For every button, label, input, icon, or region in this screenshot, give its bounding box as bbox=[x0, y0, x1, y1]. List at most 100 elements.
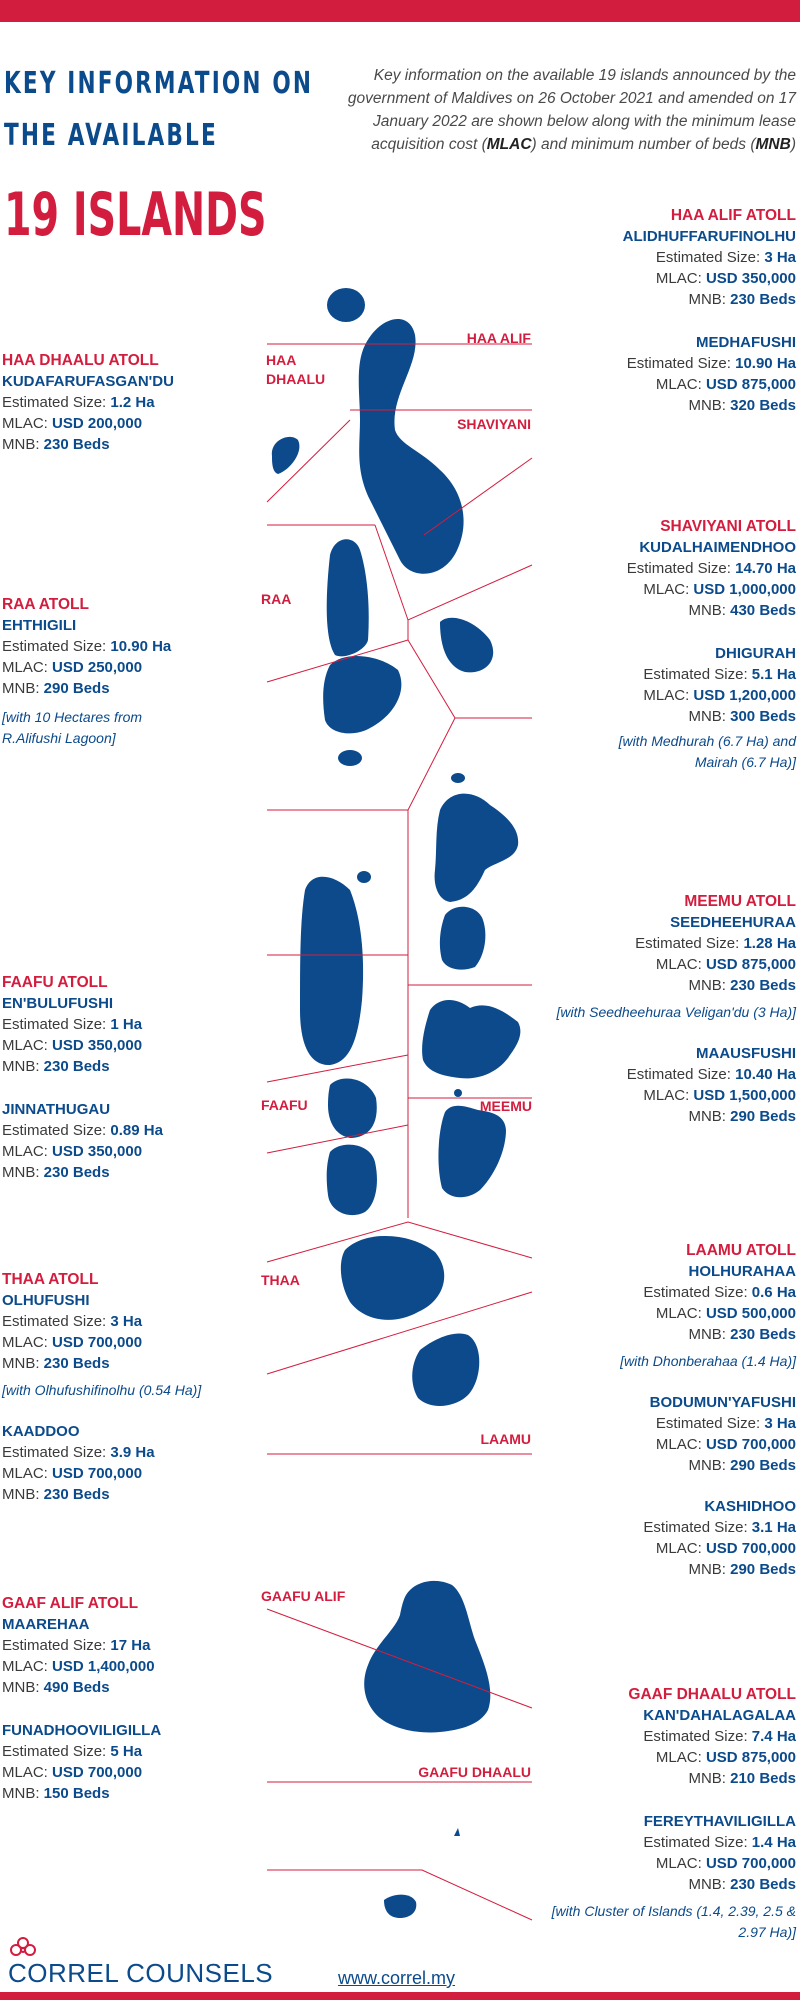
island-mlac: MLAC: USD 875,000 bbox=[655, 956, 796, 973]
island-note: [with Seedheehuraa Veligan'du (3 Ha)] bbox=[556, 1004, 796, 1020]
atoll-divider-line bbox=[266, 1124, 409, 1154]
island-mlac: MLAC: USD 1,000,000 bbox=[643, 581, 796, 598]
island-mlac: MLAC: USD 700,000 bbox=[655, 1540, 796, 1557]
flower-logo-icon bbox=[10, 1937, 36, 1956]
island-name: OLHUFUSHI bbox=[2, 1292, 90, 1309]
island-mlac: MLAC: USD 1,200,000 bbox=[643, 687, 796, 704]
island-size: Estimated Size: 1.28 Ha bbox=[635, 935, 796, 952]
map-label-gaafu-dhaalu: GAAFU DHAALU bbox=[418, 1764, 531, 1780]
atoll-block-thaa: THAA ATOLL OLHUFUSHI Estimated Size: 3 H… bbox=[2, 1269, 201, 1505]
island-mlac: MLAC: USD 700,000 bbox=[2, 1764, 143, 1781]
website-link[interactable]: www.correl.my bbox=[338, 1968, 456, 1988]
island-mnb: MNB: 290 Beds bbox=[688, 1108, 796, 1125]
island-size: Estimated Size: 3 Ha bbox=[655, 249, 796, 266]
island-shape-haa-alif-small bbox=[327, 288, 365, 322]
island-note: [with Olhufushifinolhu (0.54 Ha)] bbox=[2, 1382, 202, 1398]
map-label-gaafu-alif: GAAFU ALIF bbox=[261, 1588, 346, 1604]
island-size: Estimated Size: 1.2 Ha bbox=[2, 394, 155, 411]
island-name: KUDAFARUFASGAN'DU bbox=[2, 373, 174, 390]
map-label-faafu: FAAFU bbox=[261, 1097, 308, 1113]
island-name: MEDHAFUSHI bbox=[696, 334, 796, 351]
island-mlac: MLAC: USD 500,000 bbox=[655, 1305, 796, 1322]
island-note: [with Cluster of Islands (1.4, 2.39, 2.5… bbox=[551, 1903, 796, 1940]
island-note: [with Medhurah (6.7 Ha) and Mairah (6.7 … bbox=[618, 733, 796, 770]
atoll-divider-line bbox=[266, 1291, 533, 1375]
island-mnb: MNB: 490 Beds bbox=[2, 1679, 110, 1696]
island-shape-huvadhu bbox=[364, 1580, 491, 1733]
island-size: Estimated Size: 10.40 Ha bbox=[626, 1066, 796, 1083]
island-shape-haa-alif bbox=[358, 318, 464, 574]
island-mnb: MNB: 150 Beds bbox=[2, 1785, 110, 1802]
island-size: Estimated Size: 3 Ha bbox=[655, 1415, 796, 1432]
island-mlac: MLAC: USD 875,000 bbox=[655, 376, 796, 393]
island-name: JINNATHUGAU bbox=[2, 1101, 111, 1118]
page-title-count: 19 ISLANDS bbox=[4, 180, 267, 250]
atoll-block-faafu: FAAFU ATOLL EN'BULUFUSHI Estimated Size:… bbox=[2, 972, 163, 1183]
map-label-thaa: THAA bbox=[261, 1272, 300, 1288]
map-label-haa-dhaalu-1: HAA bbox=[266, 352, 296, 368]
island-shape-addu bbox=[384, 1894, 417, 1918]
island-name: KAADDOO bbox=[2, 1423, 80, 1440]
island-name: FUNADHOOVILIGILLA bbox=[2, 1722, 162, 1739]
island-shape-thaa bbox=[340, 1235, 445, 1320]
island-shape-haa-dhaalu bbox=[271, 436, 300, 474]
atoll-heading: GAAF ALIF ATOLL bbox=[2, 1595, 139, 1612]
island-shape-dot-2 bbox=[357, 871, 371, 883]
island-mnb: MNB: 230 Beds bbox=[688, 291, 796, 308]
island-name: EHTHIGILI bbox=[2, 617, 77, 634]
island-mnb: MNB: 230 Beds bbox=[688, 977, 796, 994]
atoll-divider-line bbox=[267, 1869, 533, 1921]
island-size: Estimated Size: 3.1 Ha bbox=[643, 1519, 796, 1536]
island-mnb: MNB: 290 Beds bbox=[688, 1457, 796, 1474]
island-size: Estimated Size: 3 Ha bbox=[2, 1313, 143, 1330]
island-mlac: MLAC: USD 350,000 bbox=[655, 270, 796, 287]
island-shape-raa-small bbox=[338, 750, 362, 766]
atoll-heading: FAAFU ATOLL bbox=[2, 974, 108, 991]
island-mnb: MNB: 230 Beds bbox=[2, 1486, 110, 1503]
island-shape-meemu-south bbox=[438, 1105, 506, 1198]
atoll-heading: LAAMU ATOLL bbox=[686, 1242, 796, 1259]
island-mlac: MLAC: USD 1,400,000 bbox=[2, 1658, 155, 1675]
island-mlac: MLAC: USD 1,500,000 bbox=[643, 1087, 796, 1104]
map-label-laamu: LAAMU bbox=[480, 1431, 531, 1447]
top-color-bar bbox=[0, 0, 800, 22]
island-shape-north-male bbox=[434, 793, 519, 902]
island-shape-meemu-north bbox=[422, 999, 521, 1079]
brand-name: CORREL COUNSELS bbox=[8, 1958, 274, 1988]
island-name: ALIDHUFFARUFINOLHU bbox=[622, 228, 796, 245]
atoll-divider-line bbox=[266, 1608, 533, 1709]
atoll-block-gaaf-alif: GAAF ALIF ATOLL MAAREHAA Estimated Size:… bbox=[2, 1593, 161, 1804]
island-name: KASHIDHOO bbox=[704, 1498, 796, 1515]
island-shape-dot-1 bbox=[451, 773, 465, 783]
island-mlac: MLAC: USD 700,000 bbox=[655, 1855, 796, 1872]
island-mnb: MNB: 320 Beds bbox=[688, 397, 796, 414]
atoll-heading: THAA ATOLL bbox=[2, 1271, 99, 1288]
atoll-heading: RAA ATOLL bbox=[2, 596, 89, 613]
island-mlac: MLAC: USD 350,000 bbox=[2, 1143, 143, 1160]
island-size: Estimated Size: 7.4 Ha bbox=[643, 1728, 796, 1745]
island-mnb: MNB: 230 Beds bbox=[2, 1355, 110, 1372]
page-title-line-2: THE AVAILABLE bbox=[4, 118, 218, 153]
atoll-block-haa-dhaalu: HAA DHAALU ATOLL KUDAFARUFASGAN'DU Estim… bbox=[2, 350, 174, 455]
bottom-color-bar bbox=[0, 1992, 800, 2000]
island-size: Estimated Size: 5 Ha bbox=[2, 1743, 143, 1760]
island-mnb: MNB: 210 Beds bbox=[688, 1770, 796, 1787]
page-title-line-1: KEY INFORMATION ON bbox=[4, 66, 314, 101]
island-mlac: MLAC: USD 250,000 bbox=[2, 659, 143, 676]
map-label-haa-alif: HAA ALIF bbox=[467, 330, 532, 346]
island-mnb: MNB: 230 Beds bbox=[2, 1164, 110, 1181]
island-name: MAAREHAA bbox=[2, 1616, 90, 1633]
intro-text: Key information on the available 19 isla… bbox=[347, 67, 796, 153]
island-mnb: MNB: 430 Beds bbox=[688, 602, 796, 619]
island-name: DHIGURAH bbox=[715, 645, 796, 662]
map-label-haa-dhaalu-2: DHAALU bbox=[266, 371, 325, 387]
island-mlac: MLAC: USD 875,000 bbox=[655, 1749, 796, 1766]
atoll-heading: MEEMU ATOLL bbox=[684, 893, 796, 910]
island-mlac: MLAC: USD 200,000 bbox=[2, 415, 143, 432]
island-shape-south-male bbox=[439, 906, 486, 970]
island-name: HOLHURAHAA bbox=[688, 1263, 797, 1280]
atoll-divider-line bbox=[266, 1054, 409, 1083]
island-mnb: MNB: 290 Beds bbox=[688, 1561, 796, 1578]
island-name: EN'BULUFUSHI bbox=[2, 995, 114, 1012]
atoll-block-raa: RAA ATOLL EHTHIGILI Estimated Size: 10.9… bbox=[2, 594, 177, 749]
